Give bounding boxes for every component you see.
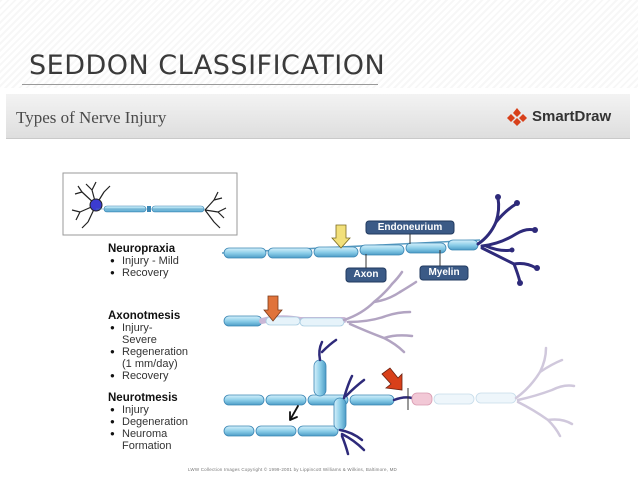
neurotmesis-item: Degeneration <box>108 416 188 428</box>
neurotmesis-fiber <box>223 338 576 456</box>
neuron-thumbnail <box>62 172 238 236</box>
myelin-label-box <box>419 265 469 281</box>
neuropraxia-item: Injury - Mild <box>108 255 179 267</box>
myelin-label: Myelin <box>428 267 460 278</box>
neurotmesis-title: Neurotmesis <box>108 392 178 404</box>
neuropraxia-arrow <box>331 224 351 249</box>
endoneurium-label: Endoneurium <box>377 222 443 233</box>
axonotmesis-arrow <box>263 295 283 322</box>
neurotmesis-item-continued: Formation <box>122 440 172 452</box>
neurotmesis-red-arrow <box>381 367 403 391</box>
smartdraw-logo: SmartDraw <box>506 107 614 127</box>
slide-title: SEDDON CLASSIFICATION <box>29 50 386 81</box>
axonotmesis-item-continued: (1 mm/day) <box>122 358 178 370</box>
neuropraxia-fiber <box>221 194 540 286</box>
figure-banner: Types of Nerve Injury SmartDraw <box>6 94 630 139</box>
neurotmesis-item: Injury <box>108 404 188 416</box>
figure-title: Types of Nerve Injury <box>16 108 167 127</box>
copyright-note: LWW Collection Images Copyright © 1999-2… <box>188 467 397 472</box>
neuropraxia-item: Recovery <box>108 267 179 279</box>
neuropraxia-block: Neuropraxia Injury - Mild Recovery <box>108 243 179 279</box>
axonotmesis-block: Axonotmesis Injury- Severe Regeneration … <box>108 310 188 382</box>
smartdraw-diamond-icon <box>507 108 527 126</box>
axonotmesis-fiber <box>223 270 418 354</box>
smartdraw-logo-text: SmartDraw <box>532 108 612 125</box>
neurotmesis-block: Neurotmesis Injury Degeneration Neuroma … <box>108 392 188 452</box>
axonotmesis-item-continued: Severe <box>122 334 157 346</box>
neurotmesis-item: Neuroma <box>108 428 188 440</box>
title-underline <box>22 84 378 85</box>
axonotmesis-item: Regeneration <box>108 346 188 358</box>
figure-panel <box>0 88 638 479</box>
axon-label: Axon <box>353 269 379 280</box>
neurotmesis-black-arrow <box>289 405 299 421</box>
neuropraxia-title: Neuropraxia <box>108 243 176 255</box>
axonotmesis-item: Injury- <box>108 322 188 334</box>
axonotmesis-item: Recovery <box>108 370 188 382</box>
axonotmesis-title: Axonotmesis <box>108 310 181 322</box>
